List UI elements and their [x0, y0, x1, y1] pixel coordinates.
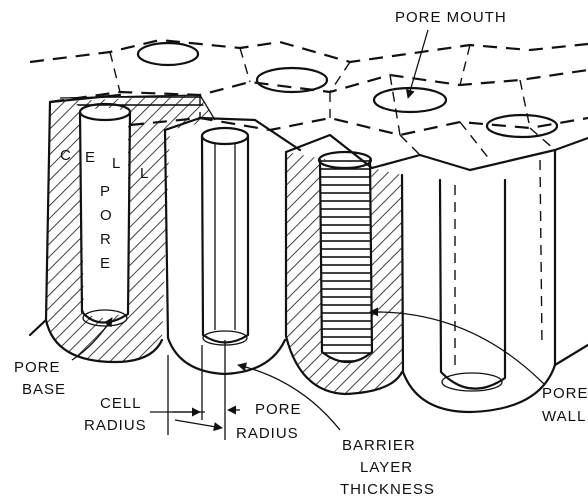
- pore-letter-1: P: [100, 183, 111, 200]
- cell-letter-3: L: [112, 155, 121, 172]
- barrier-label-line2: LAYER: [360, 459, 413, 476]
- cell-letter-4: L: [140, 165, 149, 182]
- barrier-label-line1: BARRIER: [342, 437, 416, 454]
- cell-letter-1: C: [60, 147, 72, 164]
- cell-4-plain-section: [372, 138, 588, 412]
- radius-dimension-lines: [150, 340, 240, 440]
- pore-radius-label-line1: PORE: [255, 401, 302, 418]
- pore-base-label-line2: BASE: [22, 381, 66, 398]
- pore-letter-3: R: [100, 231, 112, 248]
- pore-wall-label-line1: PORE: [542, 385, 588, 402]
- barrier-label-line3: THICKNESS: [340, 481, 435, 497]
- pore-mouth-label: PORE MOUTH: [395, 9, 507, 26]
- cell-radius-label-line2: RADIUS: [84, 417, 147, 434]
- cell-radius-label-line1: CELL: [100, 395, 142, 412]
- cell-1-hatched-section: [30, 94, 215, 362]
- pore-radius-label-line2: RADIUS: [236, 425, 299, 442]
- pore-letter-2: O: [100, 207, 113, 224]
- pore-wall-label-line2: WALL: [542, 408, 586, 425]
- cell-letter-2: E: [85, 149, 96, 166]
- cell-2-plain-section: [165, 118, 300, 374]
- pore-base-label-line1: PORE: [14, 359, 61, 376]
- pore-letter-4: E: [100, 255, 111, 272]
- cell-3-striped-section: [286, 135, 402, 394]
